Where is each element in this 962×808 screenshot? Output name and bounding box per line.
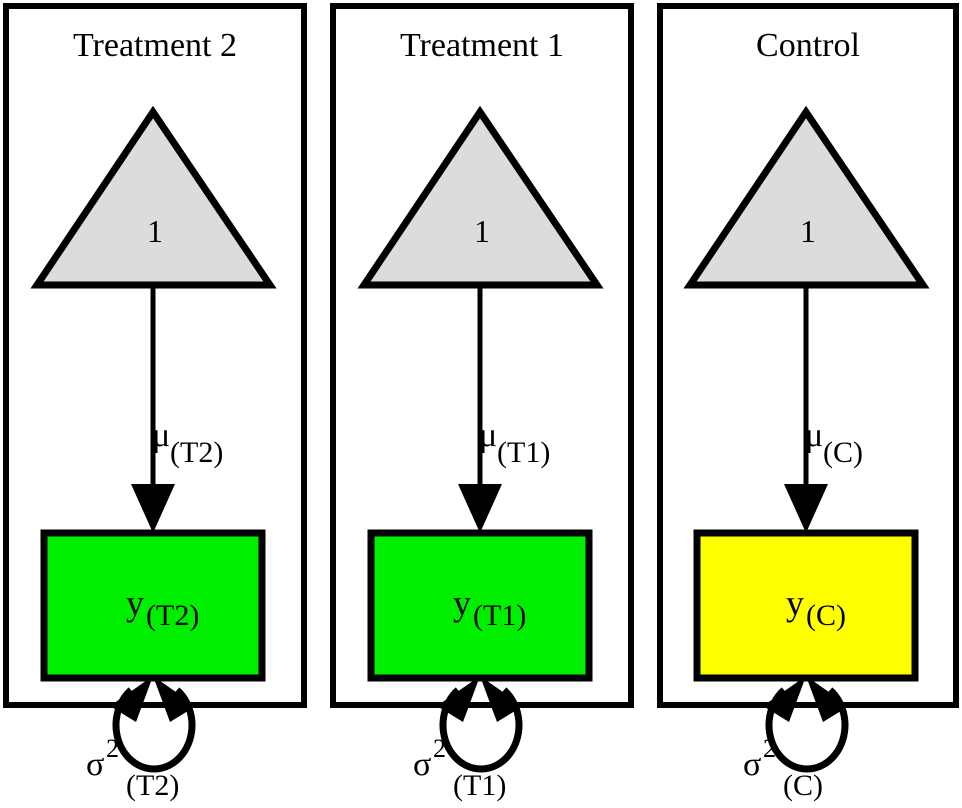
observed-variable-label-main: y bbox=[453, 583, 471, 623]
mean-path-label-main: μ bbox=[152, 417, 170, 454]
residual-arrowhead-left bbox=[763, 676, 806, 722]
panel-treatment-1: Treatment 1 1 μ (T1) y (T1) σ 2 (T1) bbox=[330, 3, 634, 802]
observed-variable-box bbox=[40, 529, 266, 682]
residual-label-exponent: 2 bbox=[763, 734, 776, 763]
mean-path-label-sub: (T1) bbox=[497, 436, 550, 469]
panel-control: Control 1 μ (C) y (C) σ 2 (C) bbox=[657, 3, 959, 802]
observed-variable-box bbox=[693, 529, 919, 682]
residual-loop-arc bbox=[765, 687, 849, 773]
residual-arrowhead-right bbox=[806, 676, 849, 722]
mean-path-arrowhead bbox=[131, 484, 175, 533]
residual-loop-arc bbox=[439, 687, 523, 773]
panel-treatment-2: Treatment 2 1 μ (T2) y (T2) σ 2 (T2) bbox=[3, 3, 307, 802]
mean-path-label-sub: (C) bbox=[823, 436, 863, 469]
residual-loop-arc bbox=[112, 687, 196, 773]
observed-variable-label-sub: (C) bbox=[806, 599, 846, 632]
mean-path-label-sub: (T2) bbox=[170, 436, 223, 469]
mean-path-arrowhead bbox=[458, 484, 502, 533]
residual-label-main: σ bbox=[743, 746, 761, 783]
observed-variable-label-sub: (T1) bbox=[473, 599, 526, 632]
observed-variable-label-main: y bbox=[126, 583, 144, 623]
residual-label-main: σ bbox=[413, 746, 431, 783]
panel-title: Control bbox=[756, 27, 860, 64]
residual-label-sub: (T1) bbox=[453, 769, 506, 802]
mean-path-label-main: μ bbox=[479, 417, 497, 454]
residual-arrowhead-right bbox=[153, 676, 196, 722]
residual-label-sub: (C) bbox=[783, 769, 823, 802]
observed-variable-box bbox=[367, 529, 593, 682]
residual-label-sub: (T2) bbox=[126, 769, 179, 802]
residual-label-exponent: 2 bbox=[106, 734, 119, 763]
latent-node-label: 1 bbox=[474, 213, 490, 249]
latent-node-label: 1 bbox=[147, 213, 163, 249]
observed-variable-label-sub: (T2) bbox=[146, 599, 199, 632]
panel-title: Treatment 2 bbox=[73, 27, 237, 64]
observed-variable-label-main: y bbox=[786, 583, 804, 623]
residual-arrowhead-right bbox=[480, 676, 523, 722]
mean-path-arrowhead bbox=[784, 484, 828, 533]
residual-label-exponent: 2 bbox=[433, 734, 446, 763]
mean-path-label-main: μ bbox=[805, 417, 823, 454]
residual-arrowhead-left bbox=[110, 676, 153, 722]
residual-arrowhead-left bbox=[437, 676, 480, 722]
latent-node-label: 1 bbox=[800, 213, 816, 249]
residual-label-main: σ bbox=[86, 746, 104, 783]
panel-title: Treatment 1 bbox=[400, 27, 564, 64]
